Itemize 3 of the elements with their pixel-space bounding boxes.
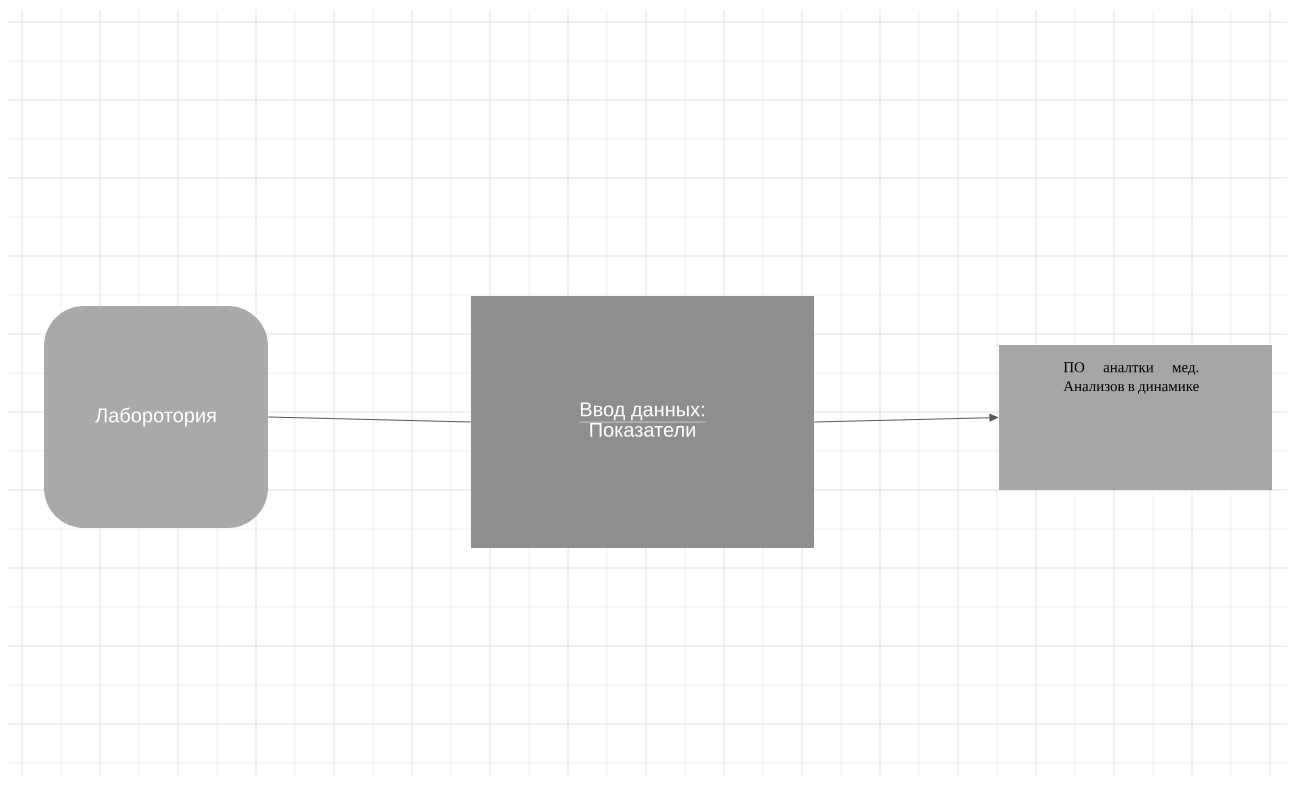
process-box: ПО аналтки мед. Анализов в динамике	[999, 345, 1272, 490]
terminal-box: Лаборотория	[44, 306, 268, 528]
process-box: Ввод данных: Показатели	[471, 296, 814, 548]
